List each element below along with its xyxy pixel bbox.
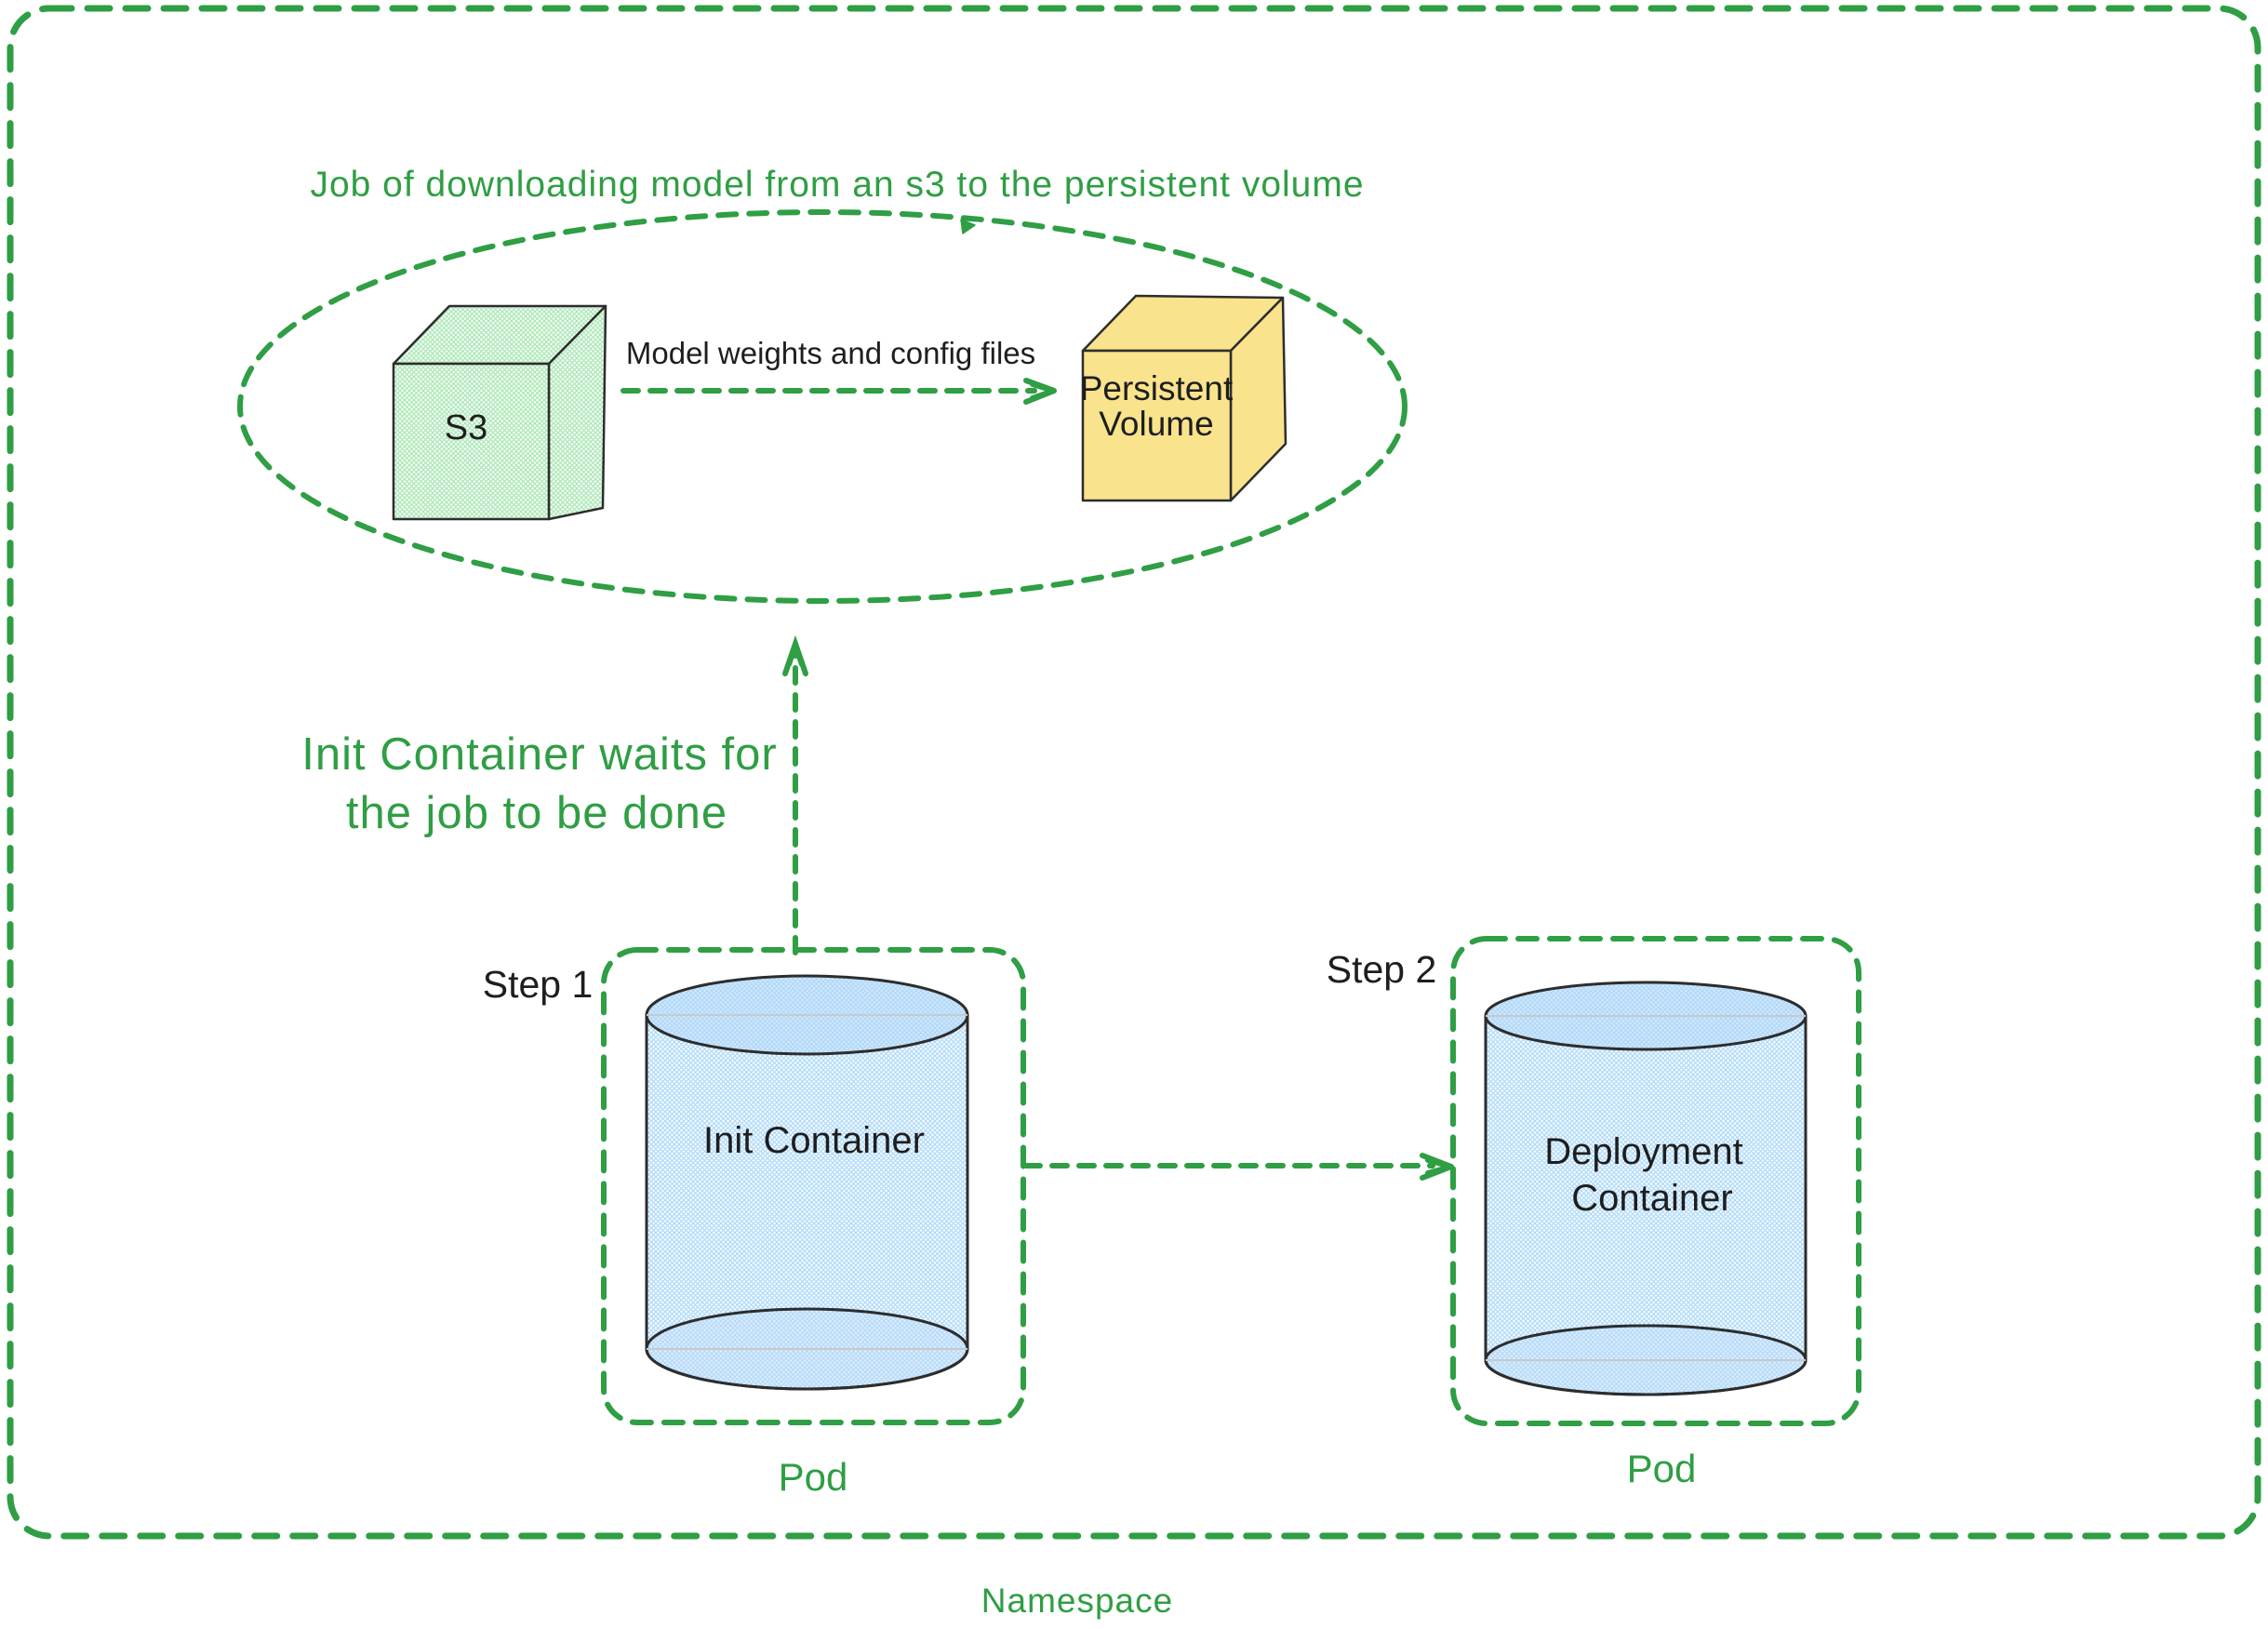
svg-text:Step 1: Step 1: [483, 963, 594, 1006]
svg-text:Volume: Volume: [1099, 405, 1213, 443]
svg-text:Pod: Pod: [779, 1455, 848, 1499]
svg-text:Deployment: Deployment: [1544, 1131, 1742, 1172]
svg-text:Namespace: Namespace: [981, 1582, 1173, 1620]
svg-text:Job of downloading model from: Job of downloading model from an s3 to t…: [310, 165, 1364, 205]
svg-text:Step 2: Step 2: [1327, 948, 1437, 991]
svg-text:Init Container: Init Container: [703, 1120, 925, 1161]
svg-text:the job to be done: the job to be done: [346, 788, 727, 838]
svg-text:Persistent: Persistent: [1080, 369, 1234, 407]
svg-text:Pod: Pod: [1627, 1447, 1697, 1490]
svg-text:Container: Container: [1571, 1178, 1732, 1219]
svg-text:Model weights and config files: Model weights and config files: [626, 336, 1035, 370]
svg-text:Init Container waits for: Init Container waits for: [301, 729, 778, 780]
svg-text:S3: S3: [445, 408, 487, 447]
